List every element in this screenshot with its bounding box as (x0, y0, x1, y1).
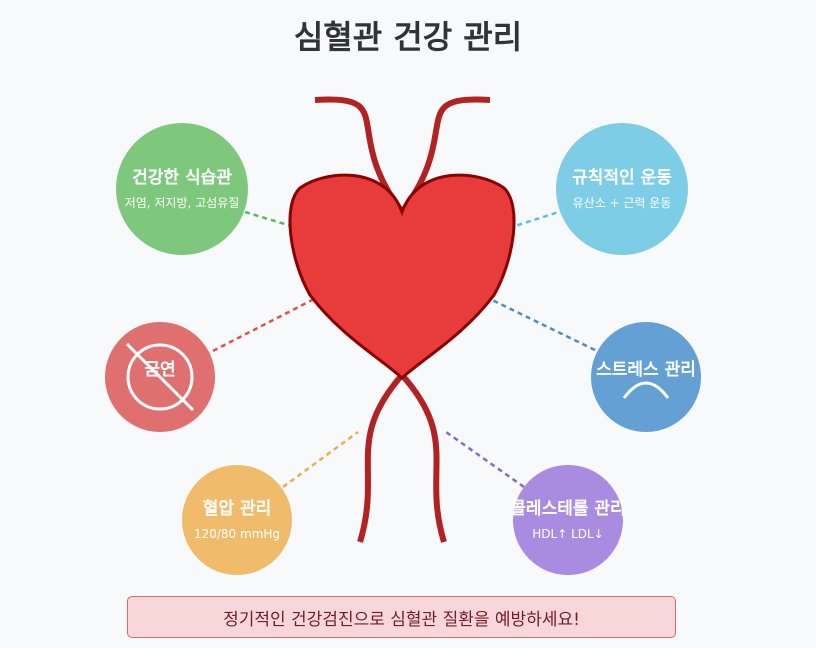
exercise-node-circle (556, 123, 688, 255)
diet-title: 건강한 식습관 (132, 167, 232, 188)
cholesterol-subtitle: HDL↑ LDL↓ (532, 527, 604, 541)
stress-title: 스트레스 관리 (596, 359, 696, 380)
smoking-title: 금연 (144, 359, 176, 380)
bp-title: 혈압 관리 (202, 498, 272, 519)
connector-cholesterol (445, 430, 525, 489)
stress-arc-icon (622, 381, 670, 399)
cholesterol-node: 콜레스테롤 관리 HDL↑ LDL↓ (510, 465, 626, 575)
cholesterol-title: 콜레스테롤 관리 (510, 498, 626, 519)
bp-subtitle: 120/80 mmHg (193, 527, 281, 541)
upper-vessel-right (399, 96, 491, 214)
lower-vessel-right (399, 373, 447, 543)
checkup-banner: 정기적인 건강검진으로 심혈관 질환을 예방하세요! (127, 596, 676, 638)
diet-node-circle (116, 123, 248, 255)
upper-vessel-left (314, 96, 405, 214)
heart-shape (288, 173, 516, 381)
connector-stress (487, 296, 596, 352)
bp-node-circle (182, 465, 292, 575)
connector-bp (282, 430, 359, 489)
diet-subtitle: 저염, 저지방, 고섬유질 (124, 196, 240, 210)
connector-smoking (204, 296, 317, 357)
stress-node: 스트레스 관리 (591, 322, 701, 432)
exercise-subtitle: 유산소 + 근력 운동 (572, 196, 672, 210)
lower-vessel-left (357, 373, 405, 543)
no-smoking-icon (125, 342, 195, 412)
page-title: 심혈관 건강 관리 (293, 18, 523, 56)
exercise-title: 규칙적인 운동 (572, 167, 672, 188)
checkup-banner-text: 정기적인 건강검진으로 심혈관 질환을 예방하세요! (223, 609, 580, 630)
bp-node: 혈압 관리 120/80 mmHg (182, 465, 292, 575)
stress-node-circle (591, 322, 701, 432)
cholesterol-node-circle (513, 465, 623, 575)
smoking-node: 금연 (105, 322, 215, 432)
exercise-node: 규칙적인 운동 유산소 + 근력 운동 (556, 123, 688, 255)
diet-node: 건강한 식습관 저염, 저지방, 고섬유질 (116, 123, 248, 255)
